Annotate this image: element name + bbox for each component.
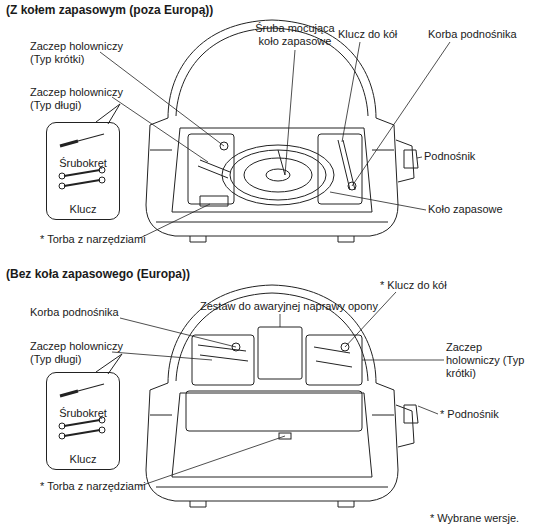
leader-lines-bottom-part [112, 352, 212, 360]
car-body-top-part [188, 134, 234, 204]
tool-icons-part [59, 433, 65, 439]
car-body-top-part [146, 20, 414, 242]
car-body-top-part [200, 196, 228, 206]
car-body-bottom-part [146, 285, 414, 507]
part-label: Korba podnośnika [30, 306, 150, 319]
car-body-top-part [404, 150, 418, 168]
tool-icons-part [96, 354, 122, 374]
car-body-bottom-part [186, 391, 362, 431]
tool-icons-part [64, 420, 100, 436]
part-label: Zestaw do awaryjnej naprawy opony [200, 300, 410, 313]
car-body-bottom-part [404, 405, 418, 423]
tool-icons-part [78, 134, 104, 141]
tool-icons-part [59, 173, 65, 179]
tool-name: Śrubokręt [47, 157, 119, 170]
leader-lines-bottom-part [418, 406, 438, 414]
tool-icons-part [59, 423, 65, 429]
leader-lines-top-part [140, 204, 210, 238]
car-body-top-part [222, 145, 334, 205]
part-label: * Klucz do kół [380, 279, 490, 292]
part-label: Podnośnik [424, 150, 514, 163]
car-body-top-part [198, 160, 230, 178]
leader-lines-bottom [112, 292, 444, 486]
tool-icons-part [60, 141, 78, 146]
part-label: Zaczep holowniczy (Typ krótki) [446, 341, 538, 380]
tool-icons-part [99, 427, 105, 433]
leader-lines-top-part [330, 192, 426, 210]
part-label: * Torba z narzędziami [40, 480, 200, 493]
car-body-top-part [338, 140, 355, 190]
tool-callout: ŚrubokrętKlucz [46, 122, 120, 220]
leader-lines-top [100, 42, 450, 238]
leader-lines-bottom-part [140, 436, 285, 486]
tool-name: Klucz [47, 203, 119, 216]
car-body-top-part [230, 150, 326, 200]
part-label: Zaczep holowniczy (Typ długi) [30, 86, 135, 112]
tool-icons-part [96, 104, 120, 124]
leader-lines-bottom-part [362, 360, 444, 361]
leader-lines-bottom-part [120, 318, 236, 347]
tool-icons-part [64, 170, 100, 186]
car-body-top-part [266, 169, 290, 181]
leader-lines-top-part [112, 97, 208, 162]
tool-icons-part [78, 384, 104, 391]
section-title: (Bez koła zapasowego (Europa)) [6, 268, 326, 281]
leader-lines-bottom-part [280, 314, 281, 327]
car-body-bottom-part [198, 345, 248, 361]
part-label: Śruba mocująca koło zapasowe [245, 22, 345, 48]
car-body-top [146, 20, 418, 242]
part-label: Zaczep holowniczy (Typ długi) [30, 340, 135, 366]
tool-name: Klucz [47, 453, 119, 466]
tool-icons-part [60, 391, 78, 396]
part-label: Zaczep holowniczy (Typ krótki) [30, 40, 135, 66]
car-body-bottom-part [306, 335, 362, 385]
leader-lines-top-part [352, 42, 450, 186]
tool-icons-part [59, 183, 65, 189]
car-body-bottom-part [314, 347, 352, 367]
leader-lines-top-part [285, 50, 295, 175]
car-body-bottom-part [258, 327, 302, 379]
section-title: (Z kołem zapasowym (poza Europą)) [6, 4, 326, 17]
part-label: Klucz do kół [338, 28, 428, 41]
part-label: * Wybrane wersje. [430, 512, 542, 525]
part-label: * Torba z narzędziami [40, 233, 200, 246]
leader-lines-top-part [100, 52, 224, 146]
tool-name: Śrubokręt [47, 407, 119, 420]
part-label: * Podnośnik [440, 408, 540, 421]
car-body-bottom-part [192, 335, 254, 385]
part-label: Koło zapasowe [428, 203, 538, 216]
car-body-bottom [146, 285, 418, 507]
car-body-top-part [278, 150, 285, 175]
leader-lines-top-part [342, 42, 360, 142]
leader-lines-top-part [417, 157, 422, 158]
tool-icons-part [99, 177, 105, 183]
tool-callout: ŚrubokrętKlucz [46, 372, 120, 470]
part-label: Korba podnośnika [428, 28, 538, 41]
car-body-top-part [244, 158, 312, 192]
